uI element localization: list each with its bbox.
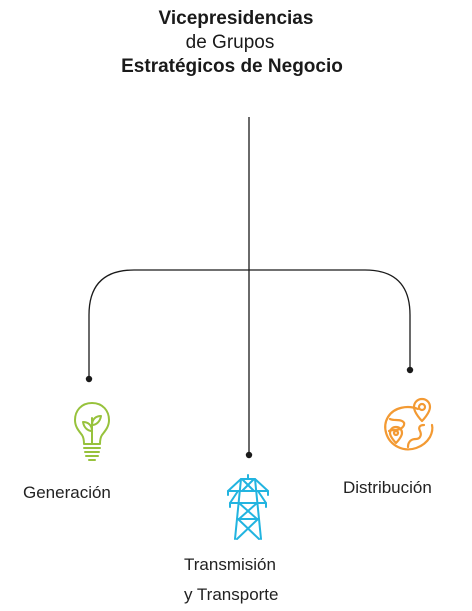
label-distribucion: Distribución bbox=[343, 478, 432, 497]
label-transmision-line-2: y Transporte bbox=[184, 585, 279, 604]
title-line-2: de Grupos bbox=[185, 32, 275, 53]
label-transmision: Transmisión y Transporte bbox=[182, 553, 322, 607]
dot-distribucion bbox=[406, 366, 414, 374]
dot-transmision bbox=[245, 451, 253, 459]
title-line-3: Estratégicos de Negocio bbox=[121, 56, 343, 77]
map-pin-globe-icon bbox=[384, 397, 434, 451]
label-transmision-line-1: Transmisión bbox=[184, 555, 276, 574]
dot-generacion bbox=[85, 375, 93, 383]
title-line-1: Vicepresidencias bbox=[158, 8, 314, 29]
label-generacion: Generación bbox=[23, 483, 111, 502]
lightbulb-plant-icon bbox=[74, 402, 110, 461]
power-tower-icon bbox=[227, 474, 269, 540]
branch-line bbox=[88, 269, 411, 379]
